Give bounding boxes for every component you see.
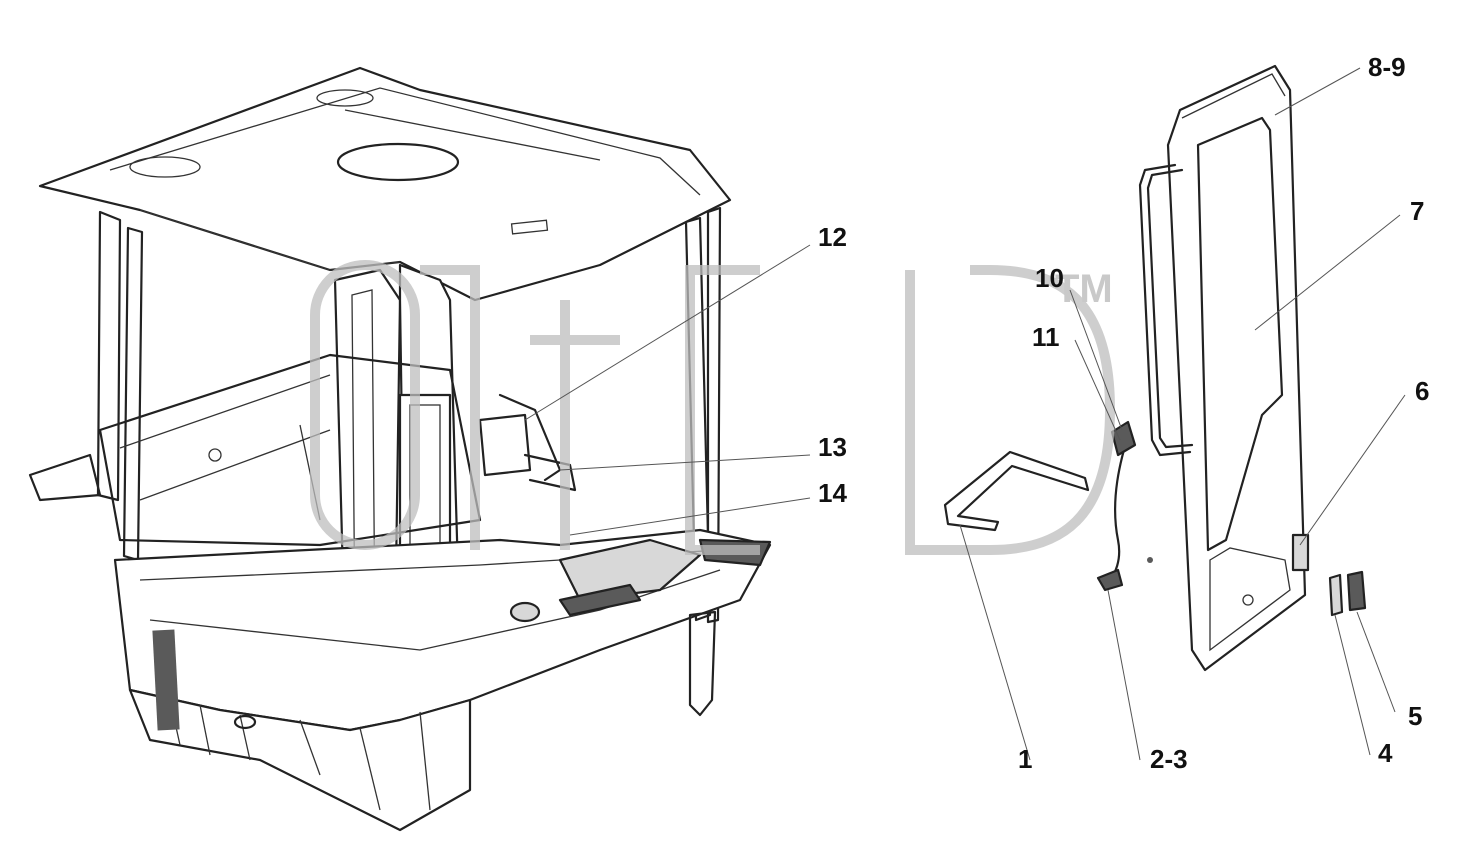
- door-assembly: [943, 64, 1367, 672]
- label-10: 10: [1035, 263, 1064, 293]
- leader-lines: [524, 67, 1406, 761]
- label-7: 7: [1410, 196, 1424, 226]
- label-8-9: 8-9: [1368, 52, 1406, 82]
- label-11: 11: [1032, 322, 1060, 352]
- label-13: 13: [818, 432, 847, 462]
- part-1-rod: [943, 450, 1090, 532]
- cab-base-skirt: [128, 688, 472, 832]
- part-2-3-connector-top: [1110, 420, 1137, 457]
- label-14: 14: [818, 478, 847, 508]
- label-5: 5: [1408, 701, 1422, 731]
- label-1: 1: [1018, 744, 1032, 774]
- door-latch: [1291, 533, 1310, 572]
- control-bracket: [478, 413, 532, 477]
- floor-mat-left: [558, 583, 642, 617]
- part-4-plate: [1328, 573, 1344, 617]
- label-4: 4: [1378, 738, 1393, 768]
- cab-pillar-front-left: [96, 210, 122, 502]
- part-5-plate: [1346, 570, 1367, 612]
- floor-cap: [509, 601, 541, 623]
- roof-hatch: [336, 142, 460, 182]
- label-12: 12: [818, 222, 847, 252]
- part-2-3-connector-bottom: [1096, 568, 1124, 592]
- label-6: 6: [1415, 376, 1429, 406]
- door-glass: [1196, 116, 1284, 552]
- trademark-mark: TM: [1055, 267, 1113, 311]
- watermark: TM: [310, 260, 1116, 555]
- callout-labels: 12 13 14 10 11 8-9 7 6 5 4 2-3 1: [818, 52, 1429, 774]
- cab-assembly: [28, 66, 772, 832]
- door-frame: [1166, 64, 1307, 672]
- door-handrail: [1138, 163, 1192, 457]
- floor-pedal-pad: [558, 538, 702, 602]
- label-2-3: 2-3: [1150, 744, 1188, 774]
